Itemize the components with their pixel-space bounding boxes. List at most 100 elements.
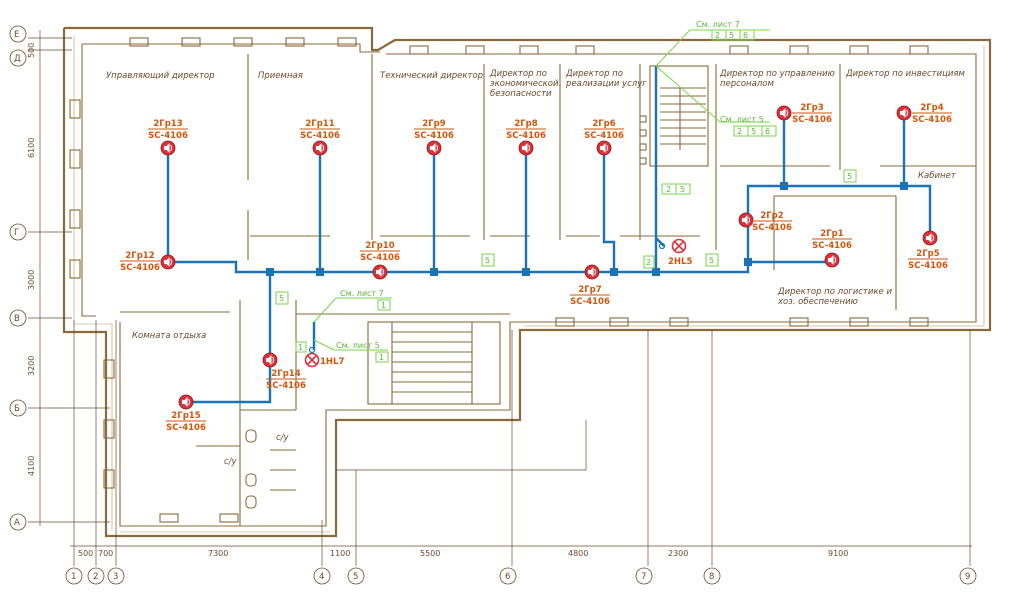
dimension-value: 4800 — [568, 549, 588, 558]
speaker-id: 2Гр5 — [916, 249, 939, 259]
room-name: с/у — [224, 457, 238, 467]
speaker-id: 2Гр2 — [760, 211, 783, 221]
axis-label: 6 — [505, 572, 510, 582]
room-name: Управляющий директор — [106, 71, 215, 81]
speaker-model: SC-4106 — [148, 131, 188, 141]
speaker-icon — [738, 212, 754, 228]
room-name: Комната отдыха — [132, 331, 206, 341]
dimension-value: 1100 — [330, 549, 350, 558]
speaker-icon — [584, 264, 600, 280]
room-name: Технический директор — [380, 71, 483, 81]
ref-number: 5 — [751, 127, 756, 136]
ref-label: См. лист 7 — [696, 20, 740, 29]
speaker-model: SC-4106 — [360, 253, 400, 263]
ref-number: 2 — [715, 31, 720, 40]
dimension-value: 7300 — [208, 549, 228, 558]
speaker-model: SC-4106 — [120, 263, 160, 273]
speaker-model: SC-4106 — [414, 131, 454, 141]
speaker-model: SC-4106 — [584, 131, 624, 141]
ref-label: См. лист 5 — [336, 341, 380, 350]
axis-label: 1 — [71, 572, 76, 582]
dimension-value: 700 — [98, 549, 113, 558]
dimension-value: 6100 — [27, 138, 36, 158]
dimension-value: 3000 — [27, 270, 36, 290]
ref-number: 5 — [729, 31, 734, 40]
dimension-value: 5500 — [420, 549, 440, 558]
speaker-model: SC-4106 — [908, 261, 948, 271]
dimension-value: 3200 — [27, 356, 36, 376]
room-name: Кабинет — [918, 171, 957, 181]
room-name: безопасности — [490, 89, 552, 99]
speaker-icon — [312, 140, 328, 156]
axis-label: Е — [14, 30, 19, 40]
speaker-id: 2Гр6 — [592, 119, 615, 129]
ref-number: 2 — [737, 127, 742, 136]
cable-mark: 5 — [709, 256, 714, 265]
cable-mark: 5 — [847, 172, 852, 181]
speaker-icon — [922, 230, 938, 246]
row-axis-markers: Е Д Г В Б А — [9, 25, 27, 531]
axis-label: Б — [14, 404, 20, 414]
dimension-lines — [28, 30, 972, 566]
speaker-id: 2Гр11 — [305, 119, 334, 129]
room-name: Директор по логистике и — [777, 287, 892, 297]
ref-number: 1 — [379, 353, 384, 362]
dimension-value: 2300 — [668, 549, 688, 558]
speaker-id: 2Гр13 — [153, 119, 182, 129]
speaker-icon — [518, 140, 534, 156]
room-name: Директор по инвестициям — [845, 69, 966, 79]
speaker-icon — [776, 105, 792, 121]
axis-label: 5 — [353, 572, 358, 582]
speaker-id: 2Гр8 — [514, 119, 537, 129]
speaker-model: SC-4106 — [812, 241, 852, 251]
axis-label: В — [14, 314, 20, 324]
axis-label: Д — [14, 54, 21, 64]
speaker-model: SC-4106 — [266, 381, 306, 391]
cable-mark: 2 — [666, 185, 671, 194]
axis-label: 2 — [93, 572, 98, 582]
speaker-model: SC-4106 — [570, 297, 610, 307]
speaker-id: 2Гр15 — [171, 411, 200, 421]
axis-label: 4 — [319, 572, 324, 582]
dimension-value: 4100 — [27, 456, 36, 476]
room-name: Директор по управлению — [719, 69, 835, 79]
dimension-value: 500 — [78, 549, 93, 558]
partitions — [120, 54, 976, 526]
room-name: Директор по — [489, 69, 547, 79]
ref-number: 1 — [381, 301, 386, 310]
speaker-model: SC-4106 — [300, 131, 340, 141]
axis-label: 3 — [113, 572, 118, 582]
cable-mark: 5 — [680, 185, 685, 194]
speaker-icon — [160, 254, 176, 270]
speaker-id: 2Гр7 — [578, 285, 601, 295]
room-name: Директор по — [565, 69, 623, 79]
speaker-id: 2Гр10 — [365, 241, 394, 251]
cable-mark: 2 — [646, 258, 651, 267]
speaker-icon — [178, 394, 194, 410]
speaker-id: 2Гр3 — [800, 103, 823, 113]
speaker-icon — [896, 105, 912, 121]
speaker-icon — [160, 140, 176, 156]
dimension-value: 9100 — [828, 549, 848, 558]
device-label: 2HL5 — [668, 257, 692, 267]
speaker-icon — [426, 140, 442, 156]
room-labels: Управляющий директор Приемная Технически… — [106, 69, 966, 467]
alarm-device — [304, 346, 320, 368]
building-walls — [62, 26, 992, 538]
device-label: 1HL7 — [320, 357, 344, 367]
ref-label: См. лист 7 — [340, 289, 384, 298]
dimension-value: 500 — [27, 43, 36, 58]
room-name: Приемная — [258, 71, 303, 81]
axis-label: 7 — [641, 572, 646, 582]
ref-number: 6 — [765, 127, 770, 136]
speaker-icon — [596, 140, 612, 156]
axis-label: Г — [14, 228, 19, 238]
room-name: с/у — [276, 433, 290, 443]
room-name: реализации услуг — [565, 79, 647, 89]
axis-label: А — [14, 518, 20, 528]
room-name: экономической — [490, 79, 559, 89]
ref-number: 6 — [743, 31, 748, 40]
speaker-id: 2Гр9 — [422, 119, 445, 129]
